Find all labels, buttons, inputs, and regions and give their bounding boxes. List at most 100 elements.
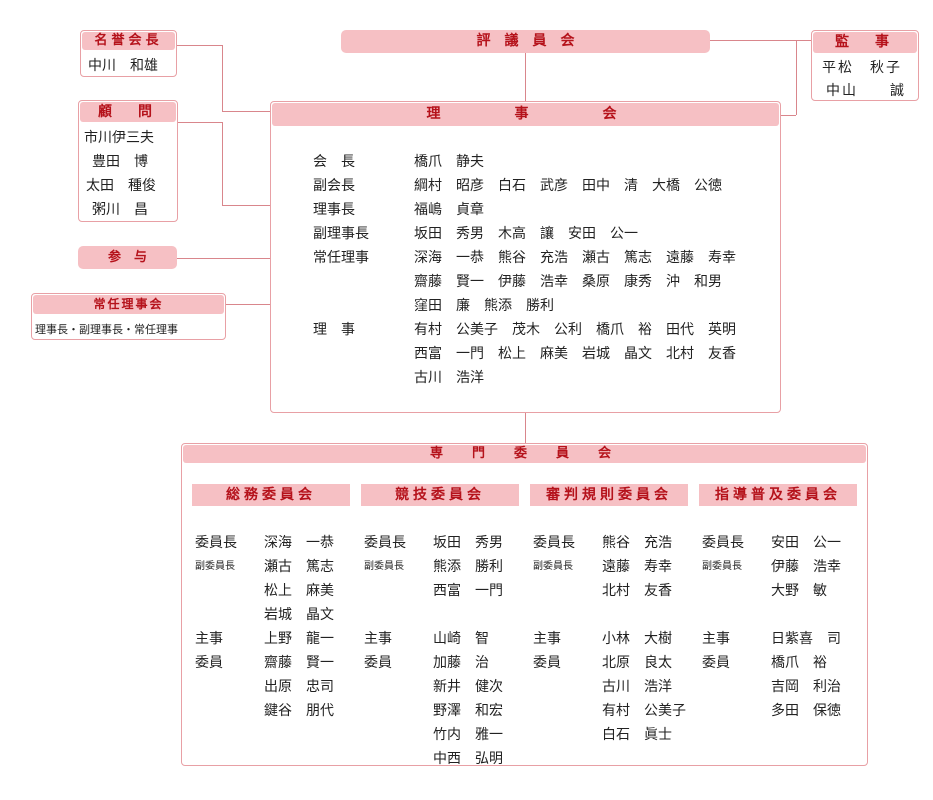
riji-names: 深海 一恭 熊谷 充浩 瀬古 篤志 遠藤 寿幸	[414, 250, 736, 266]
committee-member: 竹内 雅一	[433, 727, 503, 743]
committee-member: 中西 弘明	[433, 751, 503, 767]
committee-member: 遠藤 寿幸	[602, 559, 672, 575]
connector-komon-v	[222, 122, 223, 205]
connector-kanji-h	[780, 115, 796, 116]
kanji-member-2: 中山 誠	[826, 83, 906, 99]
committee-member: 大野 敏	[771, 583, 827, 599]
kanji-member-1: 平松 秋子	[822, 60, 902, 76]
joninriji-desc: 理事長・副理事長・常任理事	[35, 323, 178, 336]
committee-member: 野澤 和宏	[433, 703, 503, 719]
committee-role: 主事	[533, 631, 561, 647]
committee-member: 鍵谷 朋代	[264, 703, 334, 719]
committee-member: 深海 一恭	[264, 535, 334, 551]
meiyo-member: 中川 和雄	[88, 58, 158, 74]
joninriji-title: 常任理事会	[33, 295, 224, 314]
connector-kanji	[710, 40, 812, 41]
committee-title: 競技委員会	[361, 484, 519, 506]
connector-sanyo	[177, 258, 270, 259]
connector-hyogi	[525, 52, 526, 102]
riji-names: 窪田 廉 熊添 勝利	[414, 298, 554, 314]
committee-member: 熊添 勝利	[433, 559, 503, 575]
committee-member: 岩城 晶文	[264, 607, 334, 623]
connector-kanji-v	[796, 40, 797, 115]
committee-member: 有村 公美子	[602, 703, 686, 719]
committee-member: 古川 浩洋	[602, 679, 672, 695]
committee-member: 北原 良太	[602, 655, 672, 671]
committee-role: 委員	[702, 655, 730, 671]
riji-names: 綱村 昭彦 白石 武彦 田中 清 大橋 公徳	[414, 178, 722, 194]
connector-joninriji	[226, 304, 270, 305]
riji-names: 西富 一門 松上 麻美 岩城 晶文 北村 友香	[414, 346, 736, 362]
committee-member: 熊谷 充浩	[602, 535, 672, 551]
committee-member: 日紫喜 司	[771, 631, 841, 647]
senmon-box: 専 門 委 員 会 総務委員会委員長 深海 一恭副委員長 瀬古 篤志松上 麻美岩城 …	[181, 443, 868, 766]
committee-role: 委員長	[533, 535, 575, 551]
rijikai-box: 理 事 会 会 長 橋爪 静夫副会長 綱村 昭彦 白石 武彦 田中 清 大橋 公徳理…	[270, 101, 781, 413]
committee-member: 松上 麻美	[264, 583, 334, 599]
committee-member: 齋藤 賢一	[264, 655, 334, 671]
committee-title: 総務委員会	[192, 484, 350, 506]
komon-box: 顧 問 市川伊三夫 豊田 博 太田 種俊 粥川 昌	[78, 100, 178, 222]
committee-member: 新井 健次	[433, 679, 503, 695]
kanji-title: 監 事	[813, 32, 917, 53]
committee-member: 西富 一門	[433, 583, 503, 599]
committee-role: 副委員長	[364, 561, 404, 572]
joninriji-box: 常任理事会 理事長・副理事長・常任理事	[31, 293, 226, 340]
committee-role: 副委員長	[533, 561, 573, 572]
hyogi-header: 評 議 員 会	[341, 30, 710, 53]
riji-role: 理 事	[313, 322, 355, 338]
komon-member-2: 豊田 博	[92, 154, 148, 170]
committee-role: 委員	[195, 655, 223, 671]
riji-names: 福嶋 貞章	[414, 202, 484, 218]
riji-names: 橋爪 静夫	[414, 154, 484, 170]
riji-role: 会 長	[313, 154, 355, 170]
committee-member: 橋爪 裕	[771, 655, 827, 671]
committee-role: 主事	[364, 631, 392, 647]
committee-role: 委員長	[364, 535, 406, 551]
connector-meiyo	[176, 45, 222, 46]
committee-role: 委員長	[702, 535, 744, 551]
committee-member: 北村 友香	[602, 583, 672, 599]
committee-member: 山崎 智	[433, 631, 489, 647]
committee-member: 多田 保徳	[771, 703, 841, 719]
meiyo-title: 名誉会長	[82, 32, 175, 50]
riji-role: 理事長	[313, 202, 355, 218]
committee-member: 出原 忠司	[264, 679, 334, 695]
committee-role: 委員長	[195, 535, 237, 551]
connector-meiyo-h	[222, 111, 270, 112]
senmon-title: 専 門 委 員 会	[183, 445, 866, 463]
committee-role: 主事	[702, 631, 730, 647]
committee-role: 主事	[195, 631, 223, 647]
riji-names: 坂田 秀男 木高 讓 安田 公一	[414, 226, 638, 242]
committee-role: 副委員長	[195, 561, 235, 572]
committee-member: 瀬古 篤志	[264, 559, 334, 575]
committee-role: 副委員長	[702, 561, 742, 572]
committee-role: 委員	[533, 655, 561, 671]
committee-member: 小林 大樹	[602, 631, 672, 647]
kanji-box: 監 事 平松 秋子 中山 誠	[811, 30, 919, 101]
riji-role: 副理事長	[313, 226, 369, 242]
committee-member: 伊藤 浩幸	[771, 559, 841, 575]
riji-role: 副会長	[313, 178, 355, 194]
committee-member: 白石 眞士	[602, 727, 672, 743]
committee-title: 指導普及委員会	[699, 484, 857, 506]
komon-member-1: 市川伊三夫	[84, 130, 154, 146]
connector-meiyo-v	[222, 45, 223, 111]
committee-member: 加藤 治	[433, 655, 489, 671]
committee-member: 坂田 秀男	[433, 535, 503, 551]
committee-title: 審判規則委員会	[530, 484, 688, 506]
committee-member: 安田 公一	[771, 535, 841, 551]
rijikai-title: 理 事 会	[272, 103, 779, 126]
riji-names: 有村 公美子 茂木 公利 橋爪 裕 田代 英明	[414, 322, 736, 338]
komon-title: 顧 問	[80, 102, 176, 122]
committee-role: 委員	[364, 655, 392, 671]
connector-komon	[178, 122, 222, 123]
riji-names: 古川 浩洋	[414, 370, 484, 386]
riji-role: 常任理事	[313, 250, 369, 266]
riji-names: 齋藤 賢一 伊藤 浩幸 桑原 康秀 沖 和男	[414, 274, 722, 290]
committee-member: 上野 龍一	[264, 631, 334, 647]
komon-member-4: 粥川 昌	[92, 202, 148, 218]
connector-senmon	[525, 412, 526, 444]
sanyo-header: 参 与	[78, 246, 177, 269]
komon-member-3: 太田 種俊	[86, 178, 156, 194]
